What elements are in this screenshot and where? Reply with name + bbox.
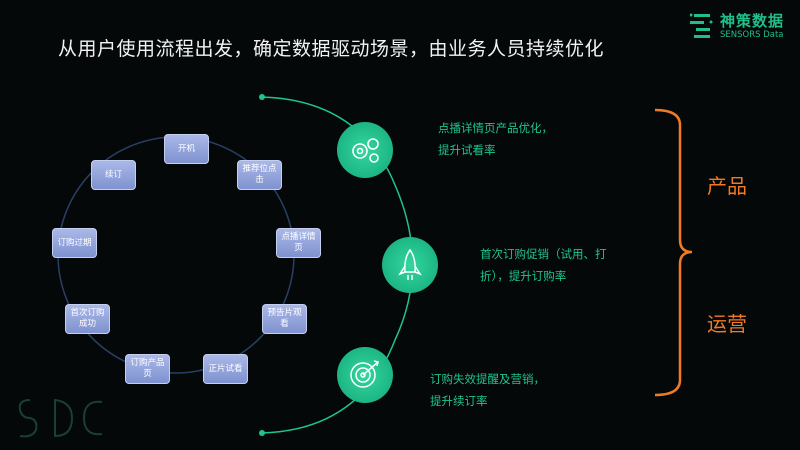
target-icon xyxy=(350,360,379,388)
page-title: 从用户使用流程出发，确定数据驱动场景，由业务人员持续优化 xyxy=(58,38,605,60)
step-desc-renew: 订购失效提醒及营销，提升续订率 xyxy=(430,372,545,408)
cycle-node-renew: 续订 xyxy=(91,160,136,190)
arc-end-dot xyxy=(259,430,265,436)
step-desc-detail: 点播详情页产品优化，提升试看率 xyxy=(438,121,553,157)
logo-icon xyxy=(690,13,713,38)
gears-icon xyxy=(352,138,379,163)
arc-start-dot xyxy=(259,94,265,100)
rocket-icon xyxy=(398,248,422,280)
rocket-step xyxy=(382,237,438,293)
step-desc-first-order: 首次订购促销（试用、打折），提升订购率 xyxy=(480,247,607,283)
label-product: 产品 xyxy=(707,174,747,198)
cycle-node-recommend-click: 推荐位点击 xyxy=(237,160,282,190)
logo-text-en: SENSORS Data xyxy=(720,30,784,40)
cycle-node-trial: 正片试看 xyxy=(203,354,248,384)
label-operations: 运营 xyxy=(707,312,747,336)
cycle-node-trailer: 预告片观看 xyxy=(262,304,307,334)
target-step xyxy=(337,347,393,403)
cycle-node-product-page: 订购产品页 xyxy=(125,354,170,384)
gears-step xyxy=(337,122,393,178)
logo-text-cn: 神策数据 xyxy=(720,12,785,30)
sdc-watermark xyxy=(18,398,103,438)
bracket xyxy=(654,108,693,397)
cycle-node-expired: 订购过期 xyxy=(52,228,97,258)
cycle-node-detail-page: 点播详情页 xyxy=(276,228,321,258)
cycle-node-boot: 开机 xyxy=(164,134,209,164)
cycle-node-first-order: 首次订购成功 xyxy=(65,304,110,334)
logo: 神策数据 SENSORS Data xyxy=(690,10,800,44)
